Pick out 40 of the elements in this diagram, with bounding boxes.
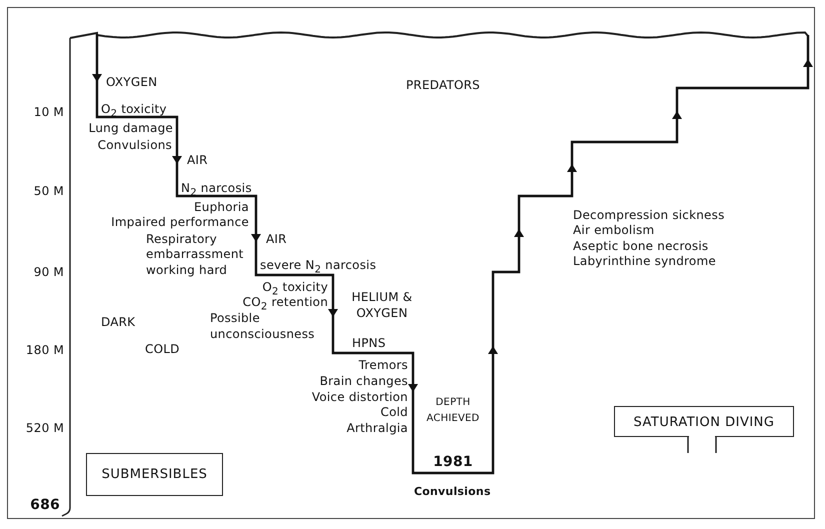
label-box: SUBMERSIBLES [86,453,223,496]
diagram-label: Convulsions [98,137,172,153]
diagram-label: HELIUM & OXYGEN [350,289,414,321]
diagram-label: AIR [187,152,208,168]
diagram-label: Convulsions [414,484,491,500]
diagram-label: Air embolism [573,222,654,238]
label-box: SATURATION DIVING [614,406,794,437]
diagram-label: COLD [145,341,180,357]
diagram-label: O$_{2}$ toxicity [262,279,328,298]
diagram-label: Impaired performance [111,214,249,230]
diagram-label: 10 M [34,104,64,120]
diagram-label: DEPTH ACHIEVED [426,396,480,426]
diagram-label: Euphoria [194,199,249,215]
diagram-label: Labyrinthine syndrome [573,253,716,269]
diagram-label: 686 [30,497,60,513]
diagram-label: Possible [210,310,260,326]
diagram-label: AIR [266,231,287,247]
diagram-label: Decompression sickness [573,207,725,223]
diagram-label: 50 M [34,183,64,199]
diagram-label: Aseptic bone necrosis [573,238,708,254]
diagram-label: Respiratory [146,231,217,247]
diagram-label: embarrassment [146,246,244,262]
diagram-label: 1981 [432,454,474,470]
diagram-label: HPNS [352,335,386,351]
diagram-label: working hard [146,262,228,278]
diagram-label: Brain changes [320,373,408,389]
diagram-label: Voice distortion [312,389,408,405]
diagram-label: CO$_{2}$ retention [242,294,328,312]
diagram-label: severe N$_{2}$ narcosis [260,257,376,278]
diagram-label: PREDATORS [406,77,480,93]
diagram-label: DARK [101,314,136,330]
diagram-label: 180 M [26,342,64,358]
diagram-label: Lung damage [88,120,173,136]
diagram-label: Arthralgia [346,420,408,436]
diagram-label: Tremors [358,357,408,373]
diagram-label: Cold [380,404,408,420]
diagram-label: 90 M [34,264,64,280]
diagram-label: unconsciousness [210,326,315,342]
diagram-label: OXYGEN [106,74,158,90]
diagram-label: 520 M [26,420,64,436]
